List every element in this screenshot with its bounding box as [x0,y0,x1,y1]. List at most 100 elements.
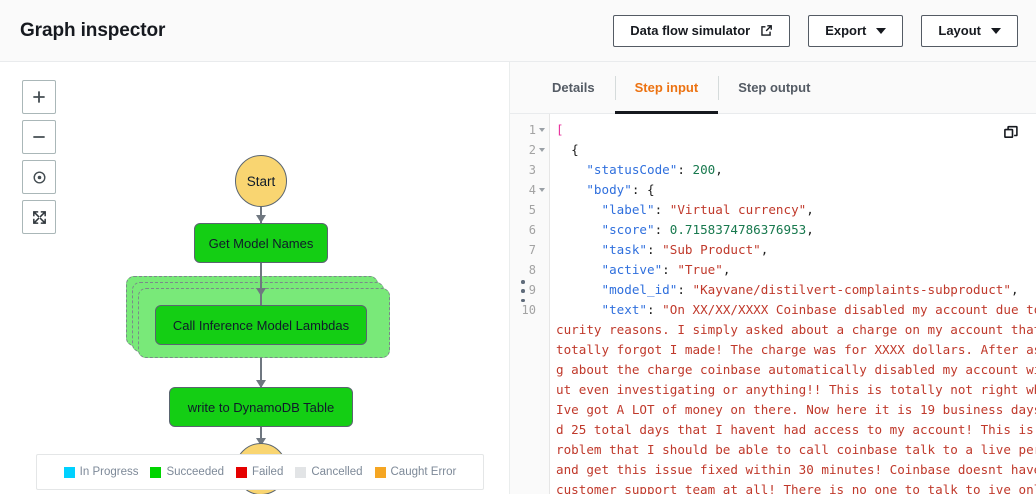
graph-node-write-to-dynamodb-table[interactable]: write to DynamoDB Table [169,387,353,427]
code-token-str: "Kayvane/distilvert-complaints-subproduc… [692,282,1011,297]
code-token-punc: , [1010,282,1019,297]
pane-resize-handle[interactable] [518,280,528,302]
inspector-body: Start Get Model Names Call Inference Mod… [0,62,1036,494]
code-token-punc: : [654,202,670,217]
code-token-punc: { [571,142,579,157]
legend-swatch-in-progress [63,466,75,478]
legend-swatch-cancelled [295,466,307,478]
legend-swatch-failed [236,466,248,478]
code-line-number-value: 2 [528,143,536,157]
code-token-key: "body" [586,182,632,197]
legend-label-caught-error: Caught Error [390,466,457,478]
code-token-key: "model_id" [601,282,678,297]
legend-swatch-succeeded [150,466,162,478]
code-token-str: ut even investigating or anything!! This… [556,382,1036,397]
layout-label: Layout [938,23,981,38]
code-token-str: Ive got A LOT of money on there. Now her… [556,402,1036,417]
code-line-text-wrap: curity reasons. I simply asked about a c… [556,320,1036,340]
code-line: "active": "True", [556,260,1036,280]
code-token-num: 200 [692,162,716,177]
detail-tabbar: Details Step input Step output [510,62,1036,114]
edge-get-model-names-to-map [260,263,262,308]
tab-step-input-label: Step input [634,80,699,95]
graph-node-call-inference-model-lambdas[interactable]: Call Inference Model Lambdas [155,305,367,345]
edge-map-to-write-dynamodb [260,358,262,388]
legend-label-failed: Failed [252,466,284,478]
code-token-str: "True" [677,262,723,277]
code-line-number: 1 [510,120,549,140]
tab-details[interactable]: Details [532,62,615,114]
data-flow-simulator-label: Data flow simulator [630,23,751,38]
code-line: "statusCode": 200, [556,160,1036,180]
code-fold-toggle-icon[interactable] [539,188,545,192]
code-fold-toggle-icon[interactable] [539,128,545,132]
arrow-head-end [256,438,266,446]
zoom-in-button[interactable] [22,80,56,114]
code-line-text-wrap: and get this issue fixed within 30 minut… [556,460,1036,480]
zoom-reset-button[interactable] [22,160,56,194]
graph-node-get-model-names[interactable]: Get Model Names [194,223,328,263]
copy-icon[interactable] [1000,122,1022,144]
code-indent [556,242,602,257]
graph-node-get-model-names-label: Get Model Names [208,235,314,251]
graph-node-start[interactable]: Start [235,155,287,207]
legend-item-failed: Failed [236,466,283,478]
arrow-head-get-model-names [256,215,266,223]
code-indent [556,182,586,197]
graph-status-legend: In Progress Succeeded Failed Cancelled C… [36,454,484,490]
code-line-number: 2 [510,140,549,160]
graph-canvas-pane[interactable]: Start Get Model Names Call Inference Mod… [0,62,510,494]
code-line-number: 10 [510,300,549,320]
code-line-number-value: 3 [528,163,536,177]
arrow-head-write-dynamodb [256,380,266,388]
code-line-number-value: 8 [528,263,536,277]
code-token-punc: : [647,302,663,317]
code-line: "label": "Virtual currency", [556,200,1036,220]
code-token-str: roblem that I should be able to call coi… [556,442,1036,457]
code-line-number-value: 5 [528,203,536,217]
drag-dot [521,280,525,284]
code-token-punc: : [647,242,663,257]
legend-swatch-caught-error [374,466,386,478]
code-token-punc: , [806,202,814,217]
code-token-punc: , [722,262,731,277]
code-token-key: "text" [601,302,648,317]
zoom-out-button[interactable] [22,120,56,154]
code-line-number: 5 [510,200,549,220]
code-token-key: "task" [601,242,648,257]
drag-dot [521,289,525,293]
fit-to-screen-button[interactable] [22,200,56,234]
legend-item-caught-error: Caught Error [374,466,457,478]
code-fold-toggle-icon[interactable] [539,148,545,152]
code-line-number-value: 4 [528,183,536,197]
code-line-number: 4 [510,180,549,200]
code-token-punc: : [677,162,693,177]
legend-item-cancelled: Cancelled [295,466,363,478]
layout-button[interactable]: Layout [921,14,1018,47]
chevron-down-icon [876,27,887,34]
graph-node-start-label: Start [246,173,276,189]
code-indent [556,202,602,217]
data-flow-simulator-button[interactable]: Data flow simulator [613,14,791,47]
tab-step-output[interactable]: Step output [718,62,830,114]
code-token-str: "Virtual currency" [669,202,807,217]
code-token-str: g about the charge coinbase automaticall… [556,362,1036,377]
code-token-key: "statusCode" [586,162,678,177]
tab-step-input[interactable]: Step input [614,62,719,114]
code-token-punc: , [806,222,814,237]
code-line-text-field: "text": "On XX/XX/XXXX Coinbase disabled… [556,300,1036,320]
code-token-key: "active" [601,262,663,277]
code-indent [556,282,602,297]
code-line-text-wrap: totally forgot I made! The charge was fo… [556,340,1036,360]
code-token-num: 0.7158374786376953 [669,222,807,237]
code-line-text-wrap: g about the charge coinbase automaticall… [556,360,1036,380]
code-line-text-wrap: Ive got A LOT of money on there. Now her… [556,400,1036,420]
code-content[interactable]: [ { "statusCode": 200, "body": { "label"… [550,114,1036,494]
code-line: "task": "Sub Product", [556,240,1036,260]
code-token-str: d 25 total days that I havent had access… [556,422,1036,437]
code-line-number-value: 9 [528,283,536,297]
export-button[interactable]: Export [808,14,904,47]
